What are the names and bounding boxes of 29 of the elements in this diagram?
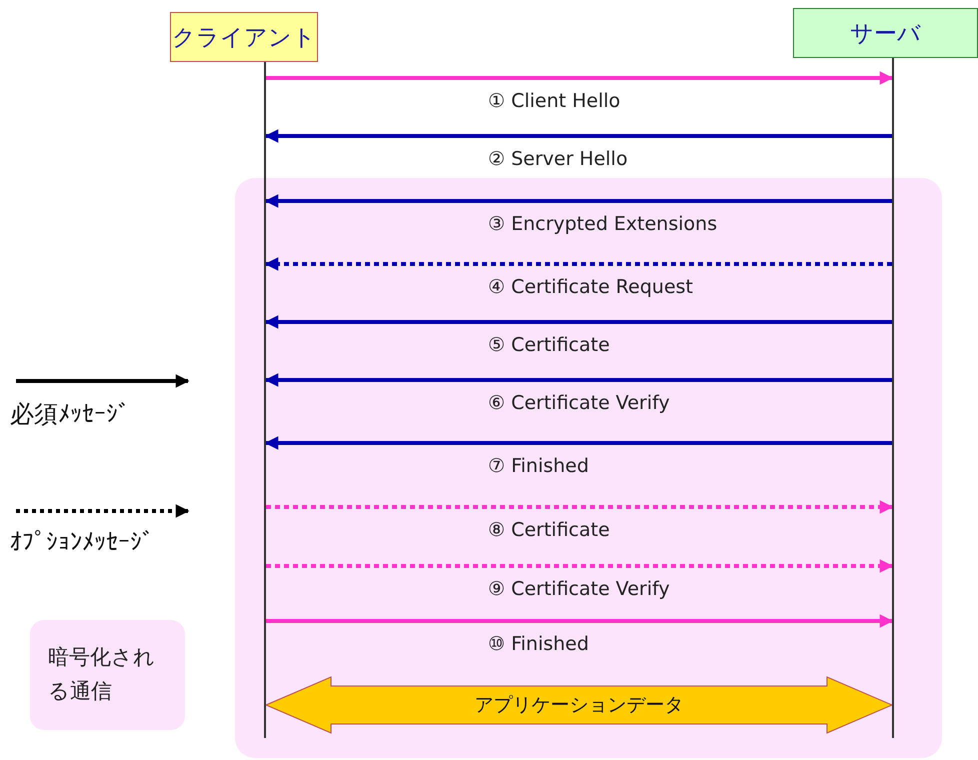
- message-arrow: [266, 614, 894, 628]
- message-label: ① Client Hello: [488, 90, 620, 112]
- legend-label: ｵﾌﾟｼｮﾝﾒｯｾｰｼﾞ: [10, 528, 154, 556]
- message-arrow: [264, 129, 892, 143]
- message-arrow: [264, 436, 892, 450]
- message-arrow: [264, 315, 892, 329]
- lifeline-header: クライアント: [170, 12, 318, 62]
- legend-label: 必須ﾒｯｾｰｼﾞ: [10, 399, 130, 430]
- message-arrow: [264, 257, 892, 271]
- message-label: ⑨ Certificate Verify: [488, 578, 670, 600]
- message-label: ⑧ Certificate: [488, 519, 610, 541]
- message-label: ⑩ Finished: [488, 633, 589, 655]
- message-label: ⑦ Finished: [488, 455, 589, 477]
- message-label: ⑥ Certificate Verify: [488, 392, 670, 414]
- message-label: ⑤ Certificate: [488, 334, 610, 356]
- message-label: ② Server Hello: [488, 148, 628, 170]
- lifeline-header: サーバ: [793, 8, 978, 58]
- double-block-arrow: [264, 676, 894, 734]
- lifeline: [892, 58, 894, 738]
- message-label: ③ Encrypted Extensions: [488, 213, 718, 235]
- legend-label: 暗号化される通信: [48, 644, 156, 705]
- message-arrow: [266, 500, 894, 514]
- message-label: ④ Certificate Request: [488, 276, 693, 298]
- lifeline: [264, 62, 266, 738]
- message-arrow: [264, 194, 892, 208]
- message-arrow: [266, 559, 894, 573]
- message-arrow: [266, 71, 894, 85]
- message-arrow: [264, 373, 892, 387]
- edge-label: アプリケーションデータ: [474, 693, 684, 718]
